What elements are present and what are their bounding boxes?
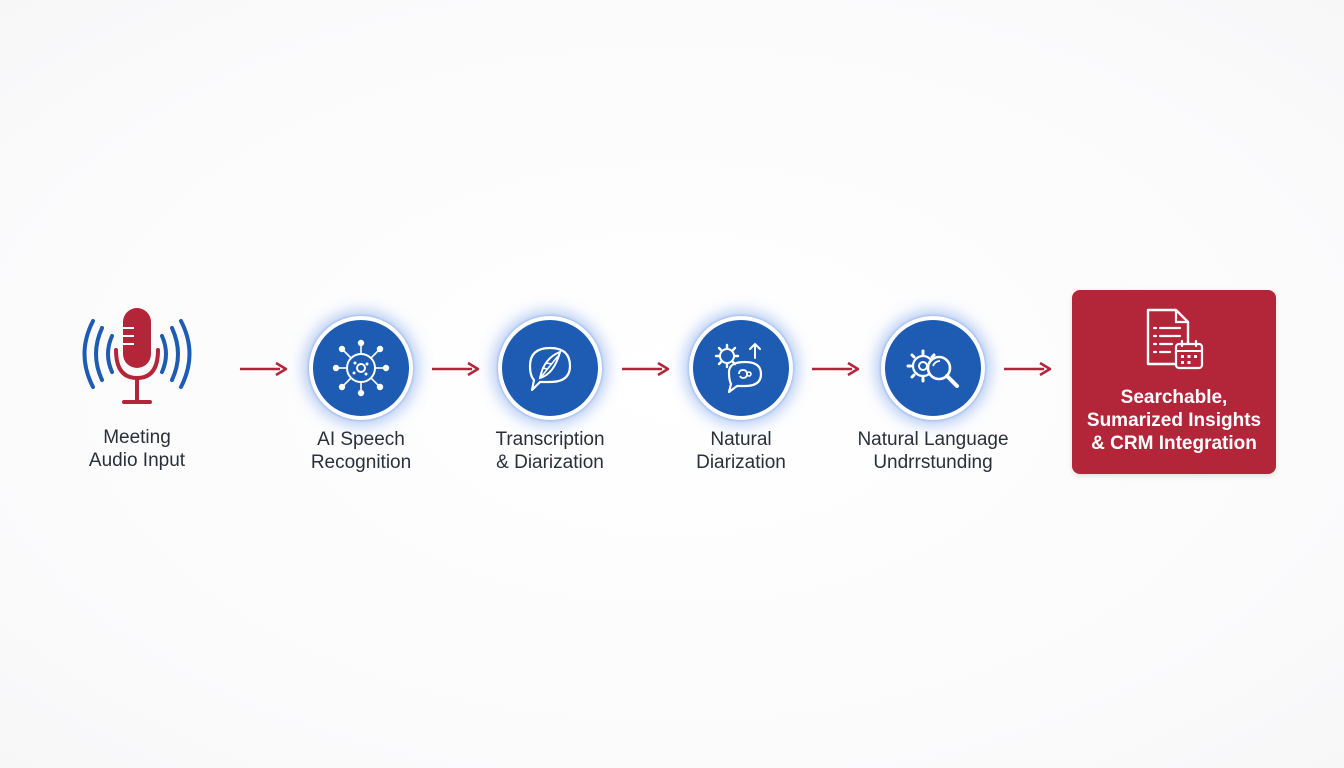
final-output-box: Searchable, Sumarized Insights & CRM Int… [1072,290,1276,474]
step-label-line1: Natural [710,429,772,450]
final-label-line1: Searchable, [1120,387,1228,408]
step-label-line1: Transcription [495,429,605,450]
arrow-right-icon [432,361,480,377]
quill-speech-bubble-icon [498,316,602,420]
step-meeting-audio-input: Meeting Audio Input [42,306,232,472]
neural-network-icon [309,316,413,420]
microphone-icon [62,306,212,416]
step-label-line2: Audio Input [88,450,186,471]
step-label: Natural Diarization [646,428,836,474]
step-label: Meeting Audio Input [42,426,232,472]
arrow-right-icon [240,361,288,377]
step-label-line2: Undrrstunding [873,452,993,473]
step-label-line1: Natural Language [857,429,1009,450]
step-natural-language-understanding: Natural Language Undrrstunding [838,300,1028,474]
final-label-line2: Sumarized Insights [1086,410,1262,431]
document-calendar-icon [1146,308,1204,370]
step-natural-diarization: Natural Diarization [646,300,836,474]
step-label: AI Speech Recognition [266,428,456,474]
step-transcription-diarization: Transcription & Diarization [455,300,645,474]
final-label-line3: & CRM Integration [1091,433,1257,454]
step-ai-speech-recognition: AI Speech Recognition [266,300,456,474]
step-label-line2: Diarization [696,452,786,473]
step-label: Natural Language Undrrstunding [838,428,1028,474]
step-label-line1: AI Speech [317,429,405,450]
gear-chat-icon [689,316,793,420]
step-label-line1: Meeting [103,427,171,448]
arrow-right-icon [622,361,670,377]
step-label-line2: & Diarization [496,452,604,473]
arrow-right-icon [1004,361,1052,377]
step-label: Transcription & Diarization [455,428,645,474]
arrow-right-icon [812,361,860,377]
final-output-label: Searchable, Sumarized Insights & CRM Int… [1072,386,1276,455]
step-label-line2: Recognition [310,452,412,473]
gear-search-icon [881,316,985,420]
